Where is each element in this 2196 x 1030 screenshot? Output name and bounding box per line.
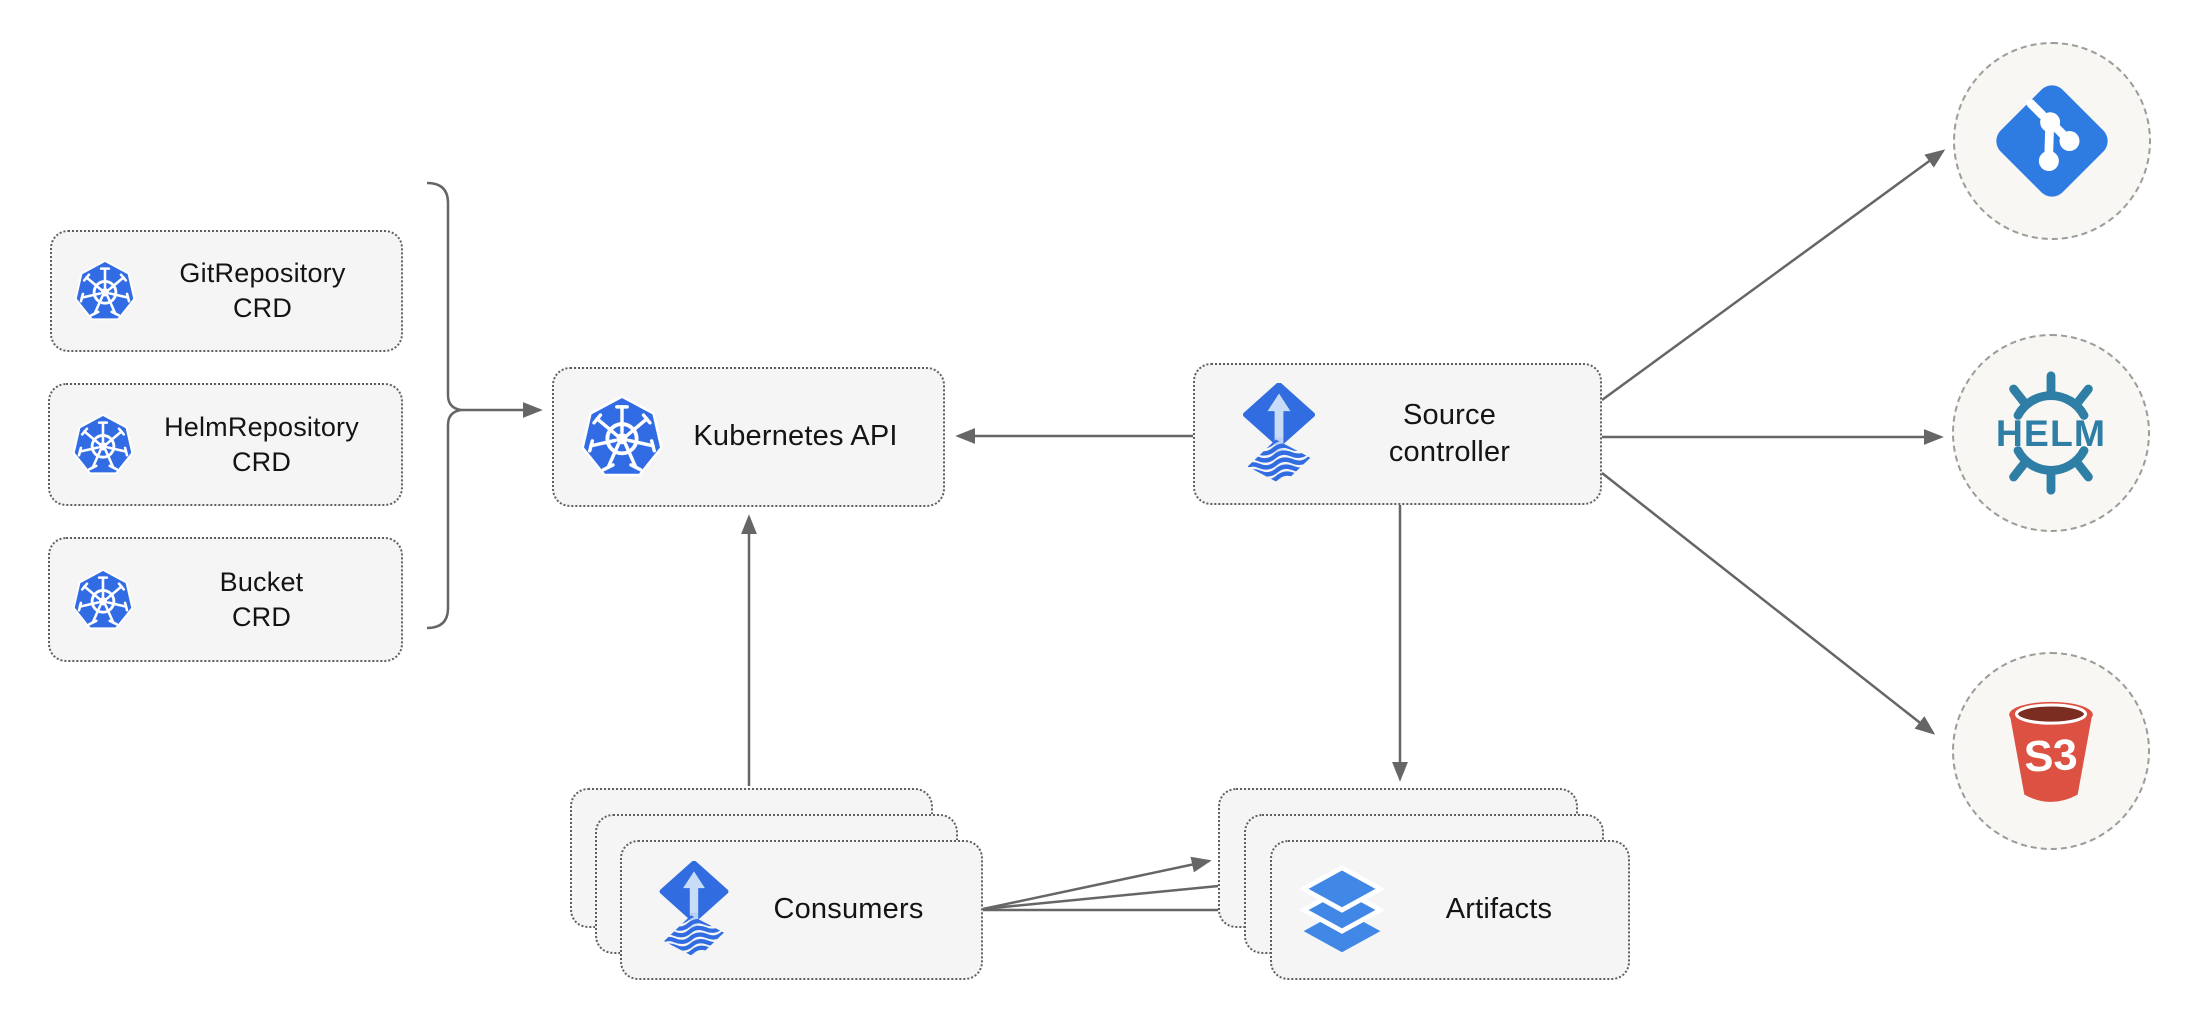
node-label: Source controller <box>1323 397 1576 471</box>
arrow-consumers-to-artifacts-2 <box>982 877 1242 911</box>
s3-bucket-icon: S3 <box>1990 688 2112 814</box>
arrow-source-controller-to-s3 <box>1601 472 1936 735</box>
kubernetes-icon <box>70 568 136 632</box>
node-kubernetes-api: Kubernetes API <box>552 367 945 507</box>
node-helm-source: HELM <box>1952 334 2150 532</box>
label-line-1: Artifacts <box>1445 893 1553 926</box>
node-helm-repository-crd: HelmRepository CRD <box>48 383 403 506</box>
node-artifacts: Artifacts <box>1270 840 1630 980</box>
node-consumers: Consumers <box>620 840 983 980</box>
node-label: Bucket CRD <box>136 565 387 634</box>
label-line-1: Consumers <box>773 893 924 926</box>
label-line-2: controller <box>1388 436 1511 468</box>
git-icon <box>1977 66 2127 216</box>
node-label: Kubernetes API <box>666 418 925 455</box>
layers-icon <box>1294 862 1390 958</box>
label-line-2: CRD <box>232 293 293 323</box>
kubernetes-icon <box>578 394 666 480</box>
arrow-consumers-to-artifacts-1 <box>982 856 1212 911</box>
node-source-controller: Source controller <box>1193 363 1602 505</box>
label-line-1: GitRepository <box>179 258 346 289</box>
arrow-source-controller-to-git <box>1601 149 1946 402</box>
node-label: GitRepository CRD <box>138 256 387 325</box>
flux-icon <box>652 861 736 959</box>
node-bucket-crd: Bucket CRD <box>48 537 403 662</box>
flux-icon <box>1235 383 1323 485</box>
node-git-source <box>1953 42 2151 240</box>
helm-icon: HELM <box>1985 367 2117 499</box>
node-label: Artifacts <box>1390 891 1608 928</box>
node-git-repository-crd: GitRepository CRD <box>50 230 403 352</box>
s3-icon-text: S3 <box>2023 731 2079 782</box>
node-label: Consumers <box>736 891 961 928</box>
label-line-1: Bucket <box>219 566 304 597</box>
node-label: HelmRepository CRD <box>136 410 387 479</box>
kubernetes-icon <box>70 413 136 477</box>
kubernetes-icon <box>72 259 138 323</box>
label-line-1: HelmRepository <box>164 411 359 442</box>
label-line-2: CRD <box>231 446 292 477</box>
helm-icon-text: HELM <box>1996 412 2106 454</box>
node-s3-source: S3 <box>1952 652 2150 850</box>
crd-group-bracket <box>426 181 462 630</box>
label-line-1: Source <box>1402 398 1497 431</box>
label-line-1: Kubernetes API <box>693 420 898 453</box>
label-line-2: CRD <box>231 601 292 632</box>
